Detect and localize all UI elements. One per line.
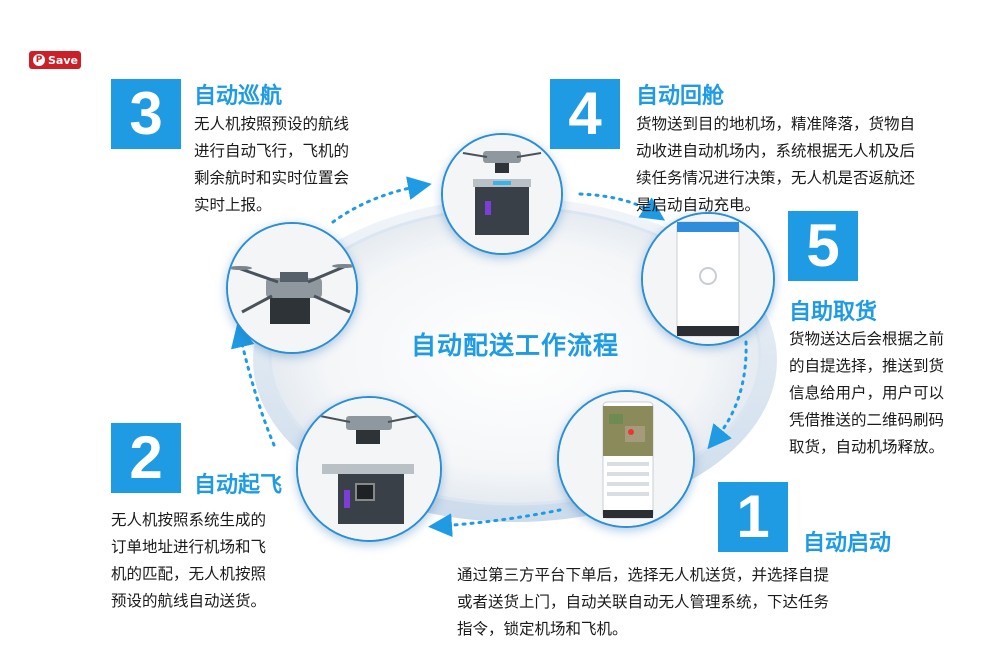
step-3-description: 无人机按照预设的航线进行自动飞行，飞机的 剩余航时和实时位置会实时上报。 [194, 115, 350, 214]
cruise-drone-image [226, 222, 358, 354]
takeoff-dock-image [296, 396, 442, 542]
step-4-title: 自动回舱 [636, 84, 725, 109]
step-2-description: 无人机按照系统生成的订单地址进行机场和飞 机的匹配，无人机按照预设的航线自动送货… [111, 511, 267, 610]
step-2-title: 自动起飞 [194, 473, 283, 498]
app-map-image [557, 390, 695, 528]
step-5-title: 自助取货 [789, 300, 878, 325]
arrow-3-to-4 [331, 176, 432, 224]
app-notification-image [641, 212, 775, 346]
step-4-number: 4 [550, 79, 620, 149]
step-5-description: 货物送达后会根据之前的自提选择，推送到货 信息给用户，用户可以凭借推送的二维码刷… [789, 330, 945, 456]
arrow-4-to-5 [578, 192, 665, 221]
step-1-title: 自动启动 [803, 531, 892, 556]
step-3-number: 3 [111, 79, 181, 149]
step-4-description: 货物送到目的地机场，精准降落，货物自动收进自动机场内，系统根据无人机及后 续任务… [636, 115, 916, 214]
arrow-2-to-3 [231, 323, 276, 447]
step-5-number: 5 [788, 211, 858, 281]
pinterest-save-button[interactable]: P Save [29, 51, 81, 69]
dock-landing-image [441, 133, 563, 255]
workflow-title: 自动配送工作流程 [410, 331, 619, 360]
step-3-title: 自动巡航 [194, 84, 283, 109]
pinterest-icon: P [33, 54, 45, 66]
step-1-number: 1 [718, 482, 788, 552]
step-2-number: 2 [111, 423, 181, 493]
save-label: Save [48, 53, 78, 67]
step-1-description: 通过第三方平台下单后，选择无人机送货，并选择自提或者送货上门，自动关联自动无人管… [457, 566, 830, 638]
